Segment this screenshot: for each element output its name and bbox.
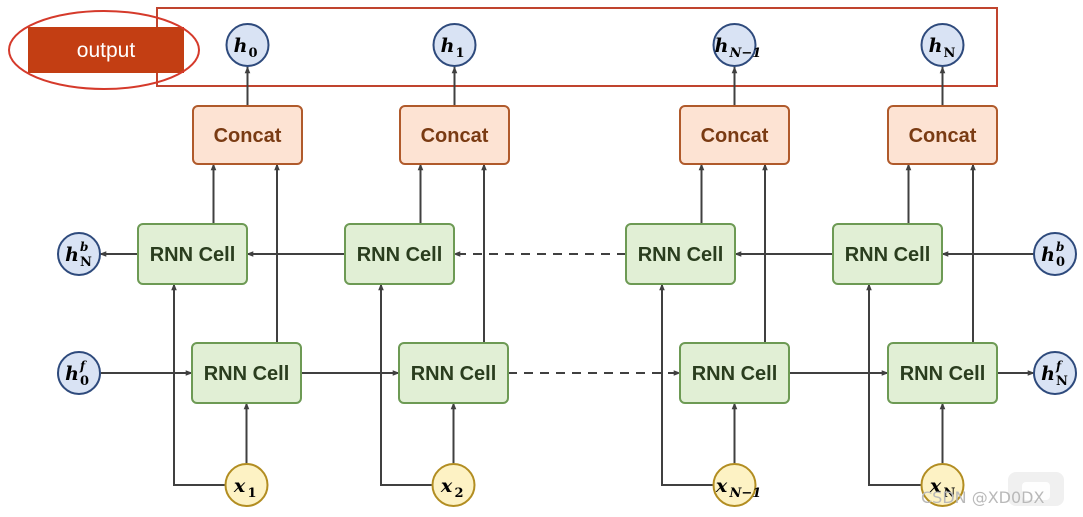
output-label: output xyxy=(77,39,136,62)
svg-text:N: N xyxy=(944,486,956,501)
svg-text:1: 1 xyxy=(248,486,257,501)
backward-final-state-label: h xyxy=(65,244,79,266)
concat-box-3: Concat xyxy=(887,105,998,165)
concat-box-2: Concat xyxy=(679,105,790,165)
svg-text:b: b xyxy=(1056,240,1064,254)
backward-rnn-cell-1: RNN Cell xyxy=(344,223,455,285)
svg-text:N−1: N−1 xyxy=(729,46,762,61)
output-highlight-ellipse xyxy=(8,10,200,90)
input-x-2-label: x xyxy=(715,475,728,497)
backward-rnn-cell-0: RNN Cell xyxy=(137,223,248,285)
arrow-input-to-backward-1 xyxy=(378,283,432,486)
output-h-3-label: h xyxy=(929,35,943,57)
svg-text:N−1: N−1 xyxy=(729,486,762,501)
svg-text:N: N xyxy=(1056,374,1068,389)
input-x-0-label: x xyxy=(233,475,246,497)
forward-rnn-cell-3-label: RNN Cell xyxy=(900,363,986,385)
forward-rnn-cell-0-label: RNN Cell xyxy=(204,363,290,385)
forward-rnn-cell-1: RNN Cell xyxy=(398,342,509,404)
svg-text:N: N xyxy=(80,255,92,270)
concat-box-1: Concat xyxy=(399,105,510,165)
backward-rnn-cell-3-label: RNN Cell xyxy=(845,244,931,266)
svg-text:f: f xyxy=(1055,359,1063,373)
watermark-text: CSDN @XD0DX xyxy=(921,488,1045,507)
arrow-input-to-backward-2 xyxy=(659,283,713,486)
backward-rnn-cell-3: RNN Cell xyxy=(832,223,943,285)
concat-box-2-label: Concat xyxy=(701,125,769,147)
concat-box-3-label: Concat xyxy=(909,125,977,147)
backward-init-state-label: h xyxy=(1041,244,1055,266)
forward-rnn-cell-3: RNN Cell xyxy=(887,342,998,404)
forward-rnn-cell-0: RNN Cell xyxy=(191,342,302,404)
output-highlight-frame xyxy=(156,7,998,87)
output-h-1-label: h xyxy=(441,35,455,57)
forward-rnn-cell-2: RNN Cell xyxy=(679,342,790,404)
input-x-3-label: x xyxy=(929,475,942,497)
svg-text:f: f xyxy=(79,359,87,373)
input-x-1-label: x xyxy=(440,475,453,497)
svg-text:1: 1 xyxy=(456,46,465,61)
forward-rnn-cell-2-label: RNN Cell xyxy=(692,363,778,385)
forward-rnn-cell-1-label: RNN Cell xyxy=(411,363,497,385)
forward-init-state-label: h xyxy=(65,363,79,385)
output-h-2-label: h xyxy=(715,35,729,57)
svg-text:0: 0 xyxy=(1056,255,1065,270)
backward-rnn-cell-1-label: RNN Cell xyxy=(357,244,443,266)
concat-box-0-label: Concat xyxy=(214,125,282,147)
output-h-0-label: h xyxy=(234,35,248,57)
arrow-input-to-backward-3 xyxy=(866,283,921,486)
backward-rnn-cell-0-label: RNN Cell xyxy=(150,244,236,266)
svg-text:0: 0 xyxy=(249,46,258,61)
concat-box-1-label: Concat xyxy=(421,125,489,147)
svg-text:b: b xyxy=(80,240,88,254)
output-label-box xyxy=(28,27,184,73)
backward-rnn-cell-2-label: RNN Cell xyxy=(638,244,724,266)
concat-box-0: Concat xyxy=(192,105,303,165)
svg-text:2: 2 xyxy=(455,486,464,501)
arrow-input-to-backward-0 xyxy=(171,283,225,486)
watermark-logo xyxy=(1008,472,1064,506)
svg-text:0: 0 xyxy=(80,374,89,389)
svg-text:N: N xyxy=(944,46,956,61)
forward-final-state-label: h xyxy=(1041,363,1055,385)
backward-rnn-cell-2: RNN Cell xyxy=(625,223,736,285)
